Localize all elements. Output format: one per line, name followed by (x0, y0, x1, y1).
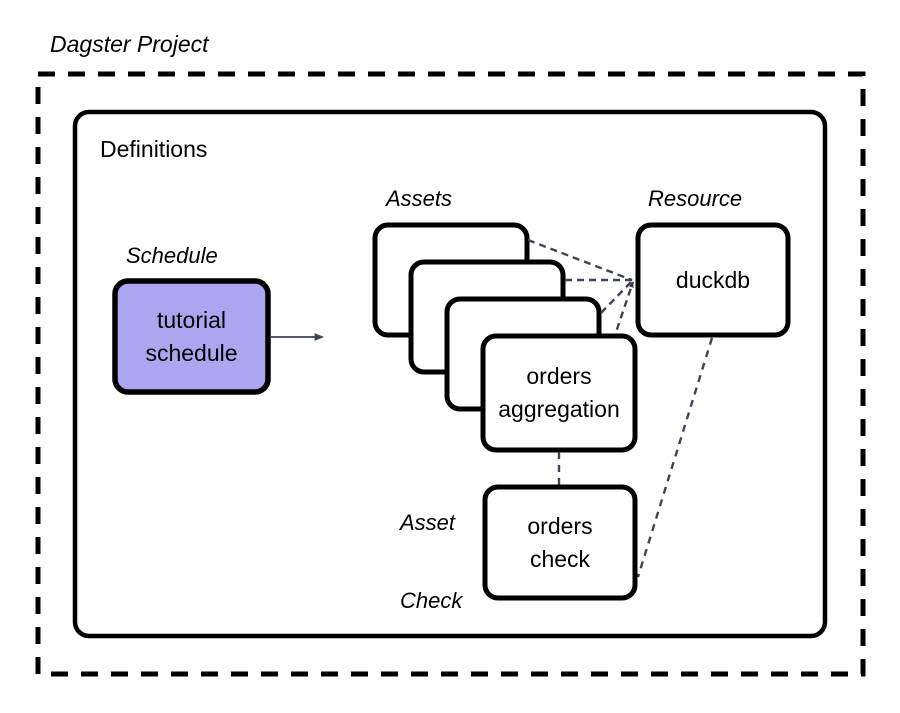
definitions-label: Definitions (100, 136, 208, 162)
edge-orders-aggregation-to-duckdb (611, 281, 635, 342)
resource-group-label: Resource (648, 186, 743, 211)
duckdb-node[interactable] (635, 222, 791, 338)
outer-dashed-container (35, 71, 866, 677)
schedule-group-label: Schedule (126, 243, 218, 268)
asset-check-group-label: Asset Check (400, 458, 462, 666)
page-title: Dagster Project (50, 31, 209, 57)
assets-group-label: Assets (386, 186, 453, 211)
tutorial-schedule-node[interactable] (112, 278, 271, 395)
edge-duckdb-to-orders-check (636, 337, 714, 578)
edge-asset1-to-duckdb (527, 238, 633, 282)
asset-check-group-label-line1: Asset (400, 509, 456, 535)
orders-aggregation-card[interactable] (480, 333, 638, 453)
orders-check-node[interactable] (482, 484, 638, 601)
asset-check-group-label-line2: Check (400, 587, 463, 613)
edge-asset3-to-duckdb (600, 280, 633, 314)
